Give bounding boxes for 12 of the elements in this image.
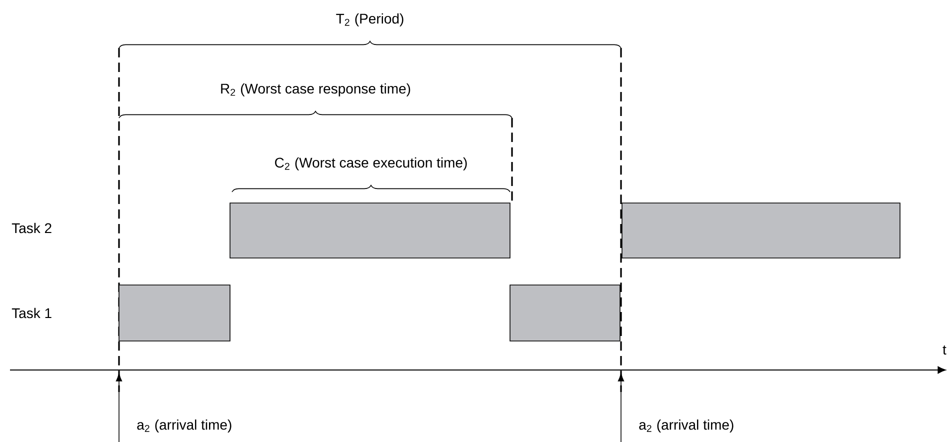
interval-label: C$_{2}$ (Worst case execution time)	[275, 157, 467, 170]
task-bar	[510, 284, 620, 342]
interval-label: R$_{2}$ (Worst case response time)	[221, 83, 410, 96]
task-bar	[118, 284, 230, 342]
axis-label: Task 1	[12, 308, 52, 318]
task-bar	[230, 202, 510, 258]
task-bar	[622, 202, 900, 258]
axis-label: t	[942, 345, 946, 355]
interval-label: T$_{2}$ (Period)	[336, 13, 404, 26]
axis-label: Task 2	[12, 222, 52, 234]
axis-label: a$_{2}$ (arrival time)	[137, 419, 232, 433]
axis-label: a$_{2}$ (arrival time)	[639, 419, 734, 433]
